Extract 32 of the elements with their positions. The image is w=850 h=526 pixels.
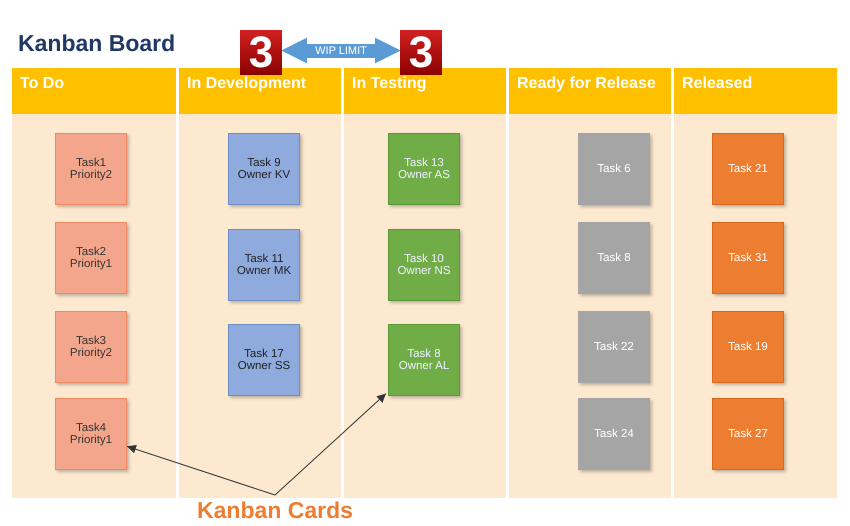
task-card: Task 9 Owner KV	[228, 133, 300, 205]
task-card: Task2 Priority1	[55, 222, 127, 294]
board-column	[507, 68, 671, 498]
task-card: Task 21	[712, 133, 784, 205]
task-card: Task 19	[712, 311, 784, 383]
board-column	[672, 68, 837, 498]
task-card: Task 13 Owner AS	[388, 133, 460, 205]
task-card: Task 24	[578, 398, 650, 470]
task-card: Task 27	[712, 398, 784, 470]
column-header: To Do	[12, 68, 176, 114]
column-header: Released	[674, 68, 837, 114]
task-card: Task3 Priority2	[55, 311, 127, 383]
column-header: In Development	[179, 68, 341, 114]
task-card: Task 22	[578, 311, 650, 383]
board-column	[342, 68, 506, 498]
board-title: Kanban Board	[18, 30, 176, 57]
task-card: Task 6	[578, 133, 650, 205]
task-card: Task4 Priority1	[55, 398, 127, 470]
task-card: Task 17 Owner SS	[228, 324, 300, 396]
wip-limit-badge: 3	[400, 30, 442, 75]
wip-limit-badge: 3	[240, 30, 282, 75]
board-column	[12, 68, 176, 498]
callout-text: Kanban Cards	[190, 495, 360, 525]
task-card: Task1 Priority2	[55, 133, 127, 205]
task-card: Task 8 Owner AL	[388, 324, 460, 396]
task-card: Task 8	[578, 222, 650, 294]
column-header: In Testing	[344, 68, 506, 114]
board-column	[177, 68, 341, 498]
column-header: Ready for Release	[509, 68, 671, 114]
task-card: Task 10 Owner NS	[388, 229, 460, 301]
task-card: Task 11 Owner MK	[228, 229, 300, 301]
task-card: Task 31	[712, 222, 784, 294]
